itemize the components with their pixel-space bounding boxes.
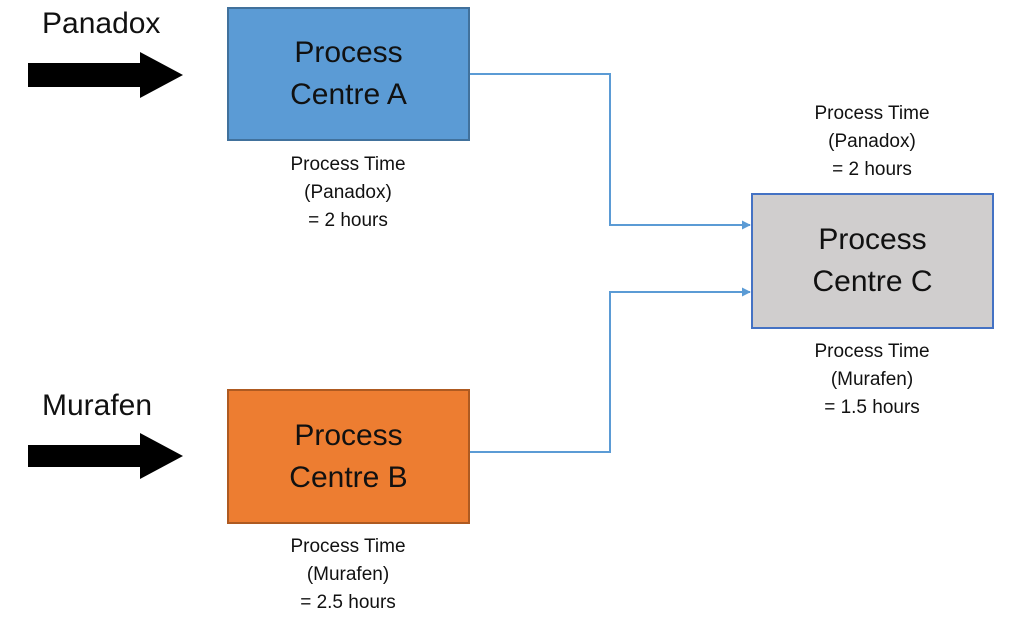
process-time-note-b: Process Time (Murafen) = 2.5 hours xyxy=(248,533,448,617)
process-centre-b-line2: Centre B xyxy=(289,460,408,494)
product-label-murafen: Murafen xyxy=(42,389,153,422)
process-centre-c-line2: Centre C xyxy=(812,265,933,298)
process-centre-b: Process Centre B xyxy=(227,389,470,524)
connector-a-to-c xyxy=(470,73,751,230)
process-centre-a-line2: Centre A xyxy=(290,78,407,111)
note-c-panadox-line3: = 2 hours xyxy=(832,159,912,180)
process-centre-a: Process Centre A xyxy=(227,7,470,141)
note-b-line1: Process Time xyxy=(290,536,406,557)
murafen-input-arrow xyxy=(28,433,183,479)
note-c-panadox-line1: Process Time xyxy=(814,103,930,124)
note-b-line2: (Murafen) xyxy=(306,564,390,585)
process-centre-b-line1: Process xyxy=(294,418,403,452)
connector-b-to-c xyxy=(470,287,751,453)
note-c-panadox-line2: (Panadox) xyxy=(828,131,916,152)
process-time-note-a: Process Time (Panadox) = 2 hours xyxy=(248,151,448,235)
process-time-note-c-panadox: Process Time (Panadox) = 2 hours xyxy=(772,100,972,184)
process-centre-c: Process Centre C xyxy=(751,193,994,329)
process-centre-c-line1: Process xyxy=(818,223,927,256)
note-a-line3: = 2 hours xyxy=(308,210,388,231)
process-time-note-c-murafen: Process Time (Murafen) = 1.5 hours xyxy=(772,338,972,422)
product-label-panadox: Panadox xyxy=(42,7,161,40)
note-c-murafen-line3: = 1.5 hours xyxy=(824,397,920,418)
process-centre-a-line1: Process xyxy=(294,36,403,69)
note-b-line3: = 2.5 hours xyxy=(300,592,396,613)
note-c-murafen-line1: Process Time xyxy=(814,341,930,362)
note-c-murafen-line2: (Murafen) xyxy=(830,369,914,390)
note-a-line1: Process Time xyxy=(290,154,406,175)
panadox-input-arrow xyxy=(28,52,183,98)
note-a-line2: (Panadox) xyxy=(304,182,392,203)
